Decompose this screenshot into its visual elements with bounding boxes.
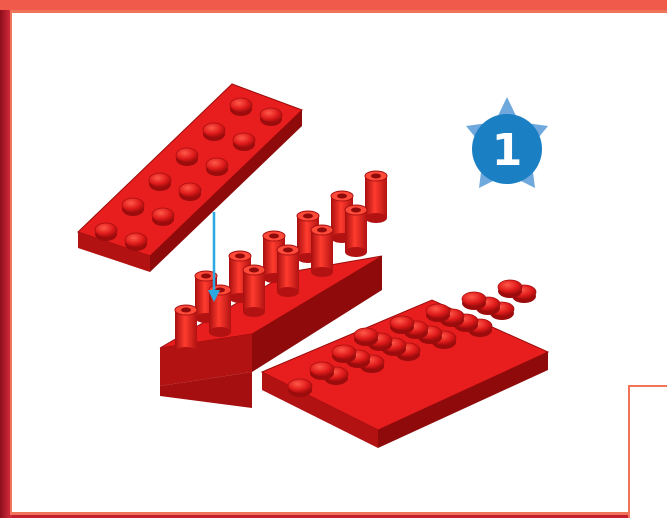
peg-hole bbox=[351, 207, 361, 213]
peg-hole bbox=[371, 173, 381, 179]
stud-top bbox=[331, 344, 357, 360]
peg-base bbox=[365, 213, 387, 223]
stud-top bbox=[309, 361, 335, 377]
peg-hole bbox=[249, 267, 259, 273]
stud-top bbox=[148, 172, 172, 188]
stud-top bbox=[202, 122, 226, 138]
plate-4x6-base bbox=[260, 279, 550, 448]
stud-top bbox=[425, 303, 451, 319]
peg bbox=[243, 270, 265, 312]
peg-hole bbox=[235, 253, 245, 259]
top-border-strip bbox=[0, 0, 667, 10]
peg-hole bbox=[283, 247, 293, 253]
peg-base bbox=[209, 327, 231, 337]
next-page-corner bbox=[628, 385, 667, 518]
peg bbox=[311, 230, 333, 272]
plate-2x4-with-pegs bbox=[159, 170, 388, 408]
peg-hole bbox=[269, 233, 279, 239]
stud-top bbox=[389, 315, 415, 331]
stud-top bbox=[287, 378, 313, 394]
peg-hole bbox=[201, 273, 211, 279]
stud-top bbox=[124, 232, 148, 248]
stud-top bbox=[497, 279, 523, 295]
stud-top bbox=[229, 97, 253, 113]
peg bbox=[175, 310, 197, 352]
stud-top bbox=[232, 132, 256, 148]
stud-top bbox=[94, 222, 118, 238]
peg-hole bbox=[303, 213, 313, 219]
peg-hole bbox=[181, 307, 191, 313]
stud-top bbox=[175, 147, 199, 163]
step-number: 1 bbox=[492, 125, 523, 176]
peg-hole bbox=[337, 193, 347, 199]
instruction-panel bbox=[10, 10, 667, 515]
step-badge: 1 bbox=[466, 97, 548, 188]
plate-2x6-top bbox=[77, 83, 303, 272]
peg bbox=[345, 210, 367, 252]
peg-base bbox=[175, 347, 197, 357]
peg bbox=[277, 250, 299, 292]
stud-top bbox=[151, 207, 175, 223]
peg-base bbox=[311, 267, 333, 277]
stud-top bbox=[353, 327, 379, 343]
down-arrow-icon bbox=[208, 212, 220, 302]
stud-top bbox=[205, 157, 229, 173]
peg-hole bbox=[317, 227, 327, 233]
peg-base bbox=[345, 247, 367, 257]
peg-base bbox=[243, 307, 265, 317]
stud-top bbox=[178, 182, 202, 198]
stud-top bbox=[121, 197, 145, 213]
peg bbox=[365, 176, 387, 218]
stud-top bbox=[461, 291, 487, 307]
peg-base bbox=[277, 287, 299, 297]
stud-top bbox=[259, 107, 283, 123]
